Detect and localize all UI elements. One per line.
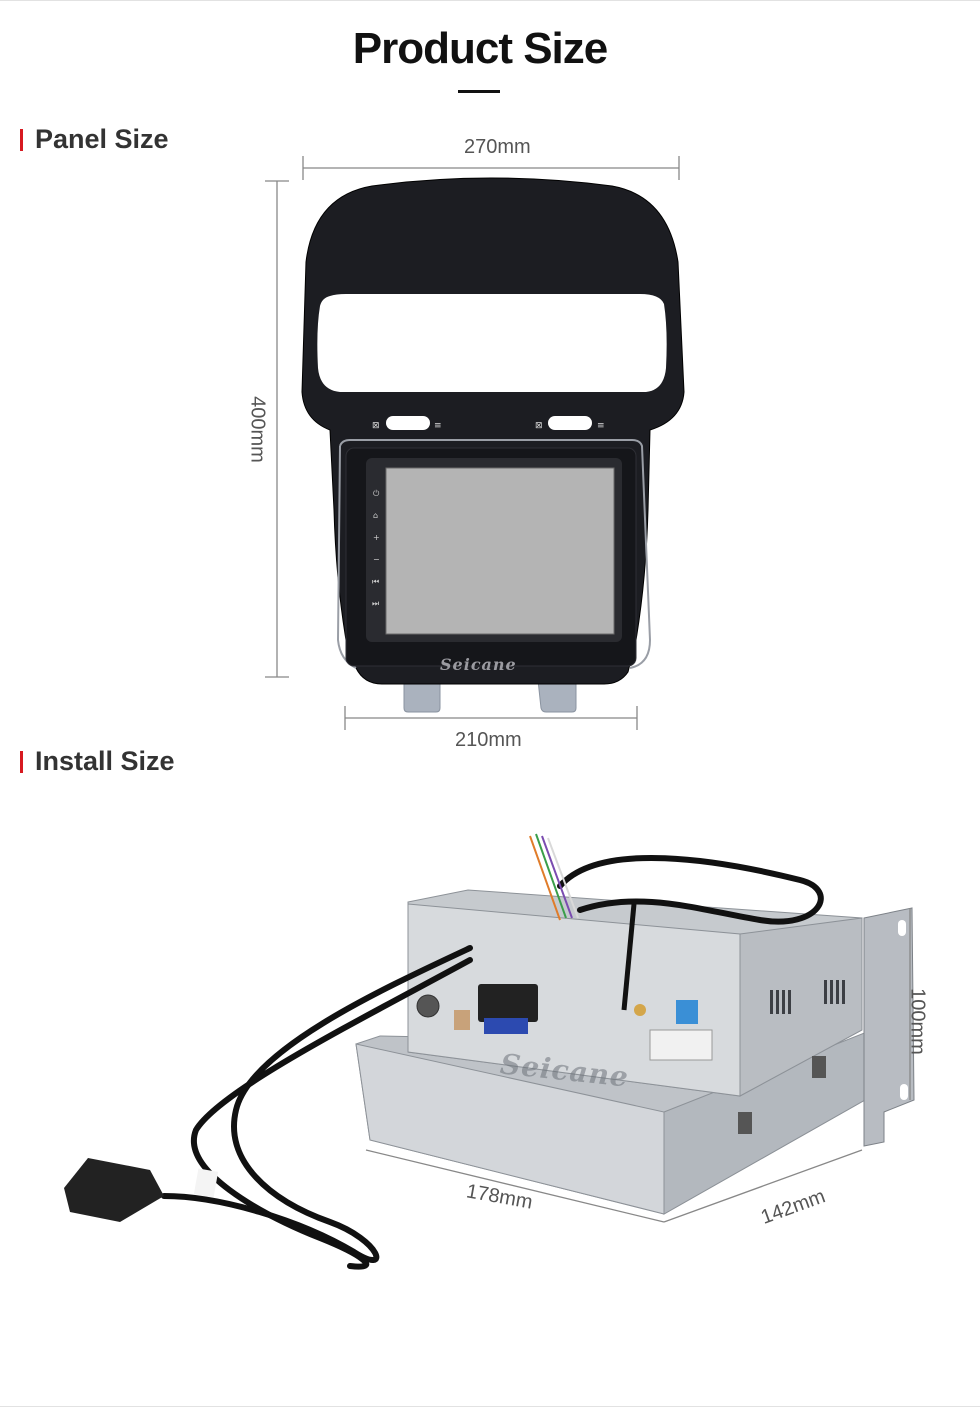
svg-text:⌂: ⌂ <box>373 511 378 520</box>
svg-text:≡: ≡ <box>434 421 442 431</box>
heading-accent-mark <box>20 128 23 151</box>
svg-text:≡: ≡ <box>597 421 605 431</box>
svg-text:⏻: ⏻ <box>373 489 380 498</box>
svg-text:⊠: ⊠ <box>372 421 380 431</box>
title-underline <box>458 90 500 93</box>
install-dimension-lines <box>365 908 911 1223</box>
svg-text:⏭: ⏭ <box>372 599 379 608</box>
panel-bottom-width-label: 210mm <box>455 729 522 751</box>
panel-size-heading-text: Panel Size <box>35 124 169 154</box>
install-size-heading: Install Size <box>20 746 175 777</box>
install-height-label: 100mm <box>906 988 929 1055</box>
panel-size-heading: Panel Size <box>20 124 169 155</box>
panel-brand-watermark: Seicane <box>440 655 517 674</box>
svg-text:+: + <box>373 533 380 542</box>
page-title: Product Size <box>352 24 609 73</box>
panel-dimension-lines <box>265 156 680 730</box>
heading-accent-mark <box>20 750 23 773</box>
top-divider <box>0 0 980 1</box>
svg-text:⊠: ⊠ <box>535 421 543 431</box>
svg-text:⏮: ⏮ <box>372 577 379 586</box>
panel-width-label: 270mm <box>464 136 531 158</box>
svg-text:−: − <box>373 555 380 564</box>
install-size-heading-text: Install Size <box>35 746 175 776</box>
